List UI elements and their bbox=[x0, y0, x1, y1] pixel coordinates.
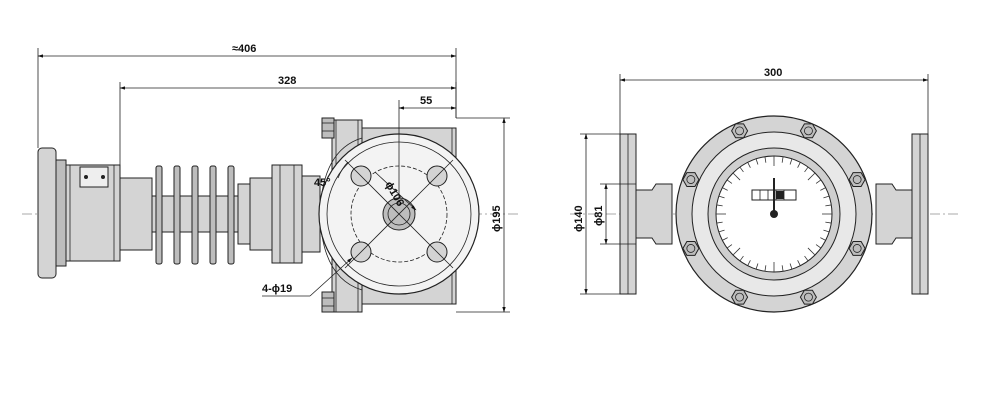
cooling-fins bbox=[151, 165, 251, 265]
dial-tick bbox=[764, 156, 767, 163]
dial-tick bbox=[815, 179, 822, 184]
dial-tick bbox=[797, 260, 801, 266]
dial-tick bbox=[747, 260, 751, 266]
dial-tick bbox=[726, 179, 733, 184]
hex-bolt-icon bbox=[682, 172, 700, 187]
screw-icon bbox=[101, 175, 105, 179]
dial-tick bbox=[781, 156, 784, 163]
dial-tick bbox=[825, 221, 832, 224]
hex-bolt-icon bbox=[682, 241, 700, 256]
dial-tick bbox=[732, 247, 741, 256]
adapter bbox=[249, 164, 321, 264]
dial-tick bbox=[716, 204, 723, 207]
dial-ticks bbox=[716, 156, 832, 272]
dial-tick bbox=[739, 166, 744, 173]
bolt-washer bbox=[686, 175, 696, 184]
dial-tick bbox=[789, 158, 793, 165]
dial-tick bbox=[804, 255, 809, 262]
dimension-flange-diameter: ϕ195 bbox=[456, 117, 510, 313]
screw-icon bbox=[84, 175, 88, 179]
flange-offset-label: 55 bbox=[420, 95, 432, 107]
dial-tick bbox=[820, 187, 826, 191]
dial-tick bbox=[726, 244, 733, 249]
bolt-washer bbox=[852, 175, 862, 184]
flange-diameter-label: ϕ195 bbox=[491, 205, 503, 232]
side-view: ≈406 328 55 ϕ195 ϕ106 bbox=[22, 43, 520, 313]
dial-tick bbox=[781, 265, 784, 272]
hex-bolt-icon bbox=[731, 123, 749, 139]
dimension-body-length: 328 bbox=[119, 75, 457, 178]
dial-tick bbox=[820, 237, 826, 241]
bolt-washer bbox=[735, 292, 744, 302]
right-pipe-flange bbox=[875, 133, 929, 295]
dial-tick bbox=[722, 237, 728, 241]
dial-tick bbox=[755, 263, 759, 270]
dial-tick bbox=[807, 172, 816, 181]
dial-tick bbox=[764, 265, 767, 272]
dimension-bore: ϕ81 bbox=[593, 183, 636, 245]
dimension-raised-face: ϕ140 bbox=[573, 133, 620, 295]
face-to-face-label: 300 bbox=[764, 67, 782, 79]
rim-bolts bbox=[682, 123, 866, 305]
dimension-face-to-face: 300 bbox=[619, 67, 929, 134]
dimension-flange-offset: 55 bbox=[398, 95, 457, 198]
dial-tick bbox=[823, 195, 830, 199]
neck bbox=[119, 177, 153, 251]
dial-tick bbox=[797, 162, 801, 168]
angle-label: 45° bbox=[314, 177, 331, 189]
hex-bolt-icon bbox=[321, 291, 335, 313]
front-view: 300 ϕ140 ϕ81 bbox=[570, 67, 960, 313]
dial-tick bbox=[716, 221, 723, 224]
overall-length-label: ≈406 bbox=[232, 43, 256, 55]
angle-annotation: 45° bbox=[314, 161, 349, 189]
nameplate bbox=[79, 166, 109, 188]
dial-tick bbox=[807, 247, 816, 256]
hex-bolt-icon bbox=[321, 117, 335, 139]
hex-bolt-icon bbox=[731, 289, 749, 305]
hex-bolt-icon bbox=[799, 123, 817, 139]
bolt-washer bbox=[852, 244, 862, 253]
bolt-holes-label: 4-ϕ19 bbox=[262, 283, 292, 295]
hex-bolt-icon bbox=[848, 241, 866, 256]
hex-bolt-icon bbox=[799, 289, 817, 305]
body-length-label: 328 bbox=[278, 75, 296, 87]
dial-tick bbox=[804, 166, 809, 173]
dial-tick bbox=[718, 195, 725, 199]
dial-tick bbox=[732, 172, 741, 181]
left-pipe-flange bbox=[619, 133, 673, 295]
bolt-washer bbox=[804, 292, 813, 302]
bolt-washer bbox=[686, 244, 696, 253]
dial-tick bbox=[722, 187, 728, 191]
dial-tick bbox=[823, 229, 830, 233]
dial-tick bbox=[739, 255, 744, 262]
dimension-overall-length: ≈406 bbox=[37, 43, 457, 148]
dial-tick bbox=[789, 263, 793, 270]
hex-bolt-icon bbox=[848, 172, 866, 187]
dial-tick bbox=[755, 158, 759, 165]
bore-label: ϕ81 bbox=[593, 206, 605, 227]
dial-needle bbox=[770, 178, 778, 218]
bolt-washer bbox=[804, 126, 813, 136]
dial-tick bbox=[825, 204, 832, 207]
dial-tick bbox=[815, 244, 822, 249]
bolt-holes-leader: 4-ϕ19 bbox=[262, 257, 353, 297]
dial-tick bbox=[747, 162, 751, 168]
bolt-washer bbox=[735, 126, 744, 136]
dial-tick bbox=[718, 229, 725, 233]
raised-face-label: ϕ140 bbox=[573, 205, 585, 232]
